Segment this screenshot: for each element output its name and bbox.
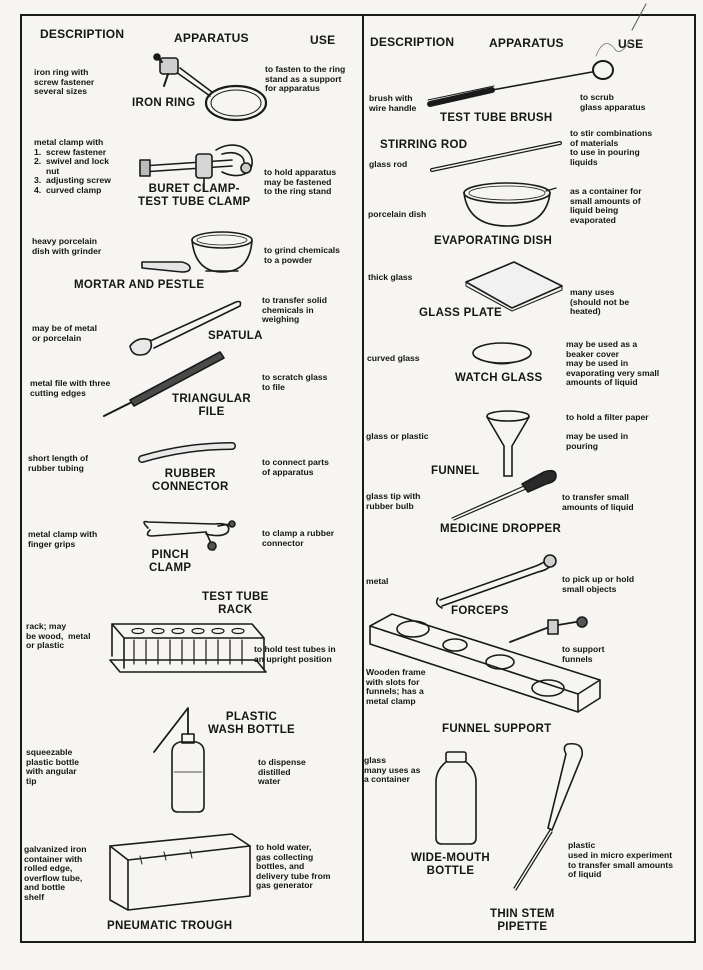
watch-glass-use: may be used as a beaker cover may be use… bbox=[566, 339, 660, 387]
right-header-apparatus: APPARATUS bbox=[489, 36, 564, 50]
funnel-support-name: FUNNEL SUPPORT bbox=[442, 723, 552, 735]
spatula-description: may be of metal or porcelain bbox=[32, 323, 97, 343]
rack-description: rack; may be wood, metal or plastic bbox=[26, 621, 91, 650]
rubber-connector-description: short length of rubber tubing bbox=[28, 453, 89, 473]
stirring-rod-name: STIRRING ROD bbox=[380, 139, 468, 151]
funnel-support-description: Wooden frame with slots for funnels; has… bbox=[366, 667, 426, 706]
spatula-name: SPATULA bbox=[208, 330, 263, 342]
trough-description: galvanized iron container with rolled ed… bbox=[24, 844, 87, 902]
iron-ring-drawing bbox=[153, 53, 268, 122]
brush-description: brush with wire handle bbox=[369, 93, 417, 113]
forceps-description: metal bbox=[366, 576, 389, 586]
funnel-support-drawing bbox=[369, 613, 601, 713]
wash-bottle-drawing bbox=[153, 707, 205, 813]
pipette-name: THIN STEM PIPETTE bbox=[490, 908, 555, 933]
wide-bottle-name: WIDE-MOUTH BOTTLE bbox=[411, 852, 491, 877]
brush-name: TEST TUBE BRUSH bbox=[440, 112, 553, 124]
funnel-description: glass or plastic bbox=[366, 431, 429, 441]
mortar-description: heavy porcelain dish with grinder bbox=[32, 236, 102, 256]
test-tube-brush-drawing bbox=[427, 60, 614, 107]
funnel-use: to hold a filter paper may be used in po… bbox=[566, 412, 649, 451]
rubber-connector-use: to connect parts of apparatus bbox=[262, 457, 329, 477]
evap-dish-use: as a container for small amounts of liqu… bbox=[570, 186, 642, 225]
spatula-drawing bbox=[129, 300, 242, 356]
glass-plate-drawing bbox=[465, 261, 563, 312]
watch-glass-description: curved glass bbox=[367, 353, 420, 363]
funnel-support-use: to support funnels bbox=[562, 644, 605, 664]
mortar-name: MORTAR AND PESTLE bbox=[74, 279, 205, 291]
thin-stem-pipette-drawing bbox=[513, 742, 584, 891]
wash-bottle-name: PLASTIC WASH BOTTLE bbox=[208, 711, 295, 736]
rubber-connector-drawing bbox=[138, 442, 236, 463]
evaporating-dish-drawing bbox=[463, 182, 557, 227]
left-header-description: DESCRIPTION bbox=[40, 27, 125, 41]
wide-bottle-description: glass many uses as a container bbox=[364, 755, 421, 784]
iron-ring-name: IRON RING bbox=[132, 97, 196, 109]
spatula-use: to transfer solid chemicals in weighing bbox=[262, 295, 327, 324]
dropper-description: glass tip with rubber bulb bbox=[366, 491, 421, 511]
rack-use: to hold test tubes in an upright positio… bbox=[254, 644, 336, 664]
trough-use: to hold water, gas collecting bottles, a… bbox=[256, 842, 331, 890]
buret-clamp-use: to hold apparatus may be fastened to the… bbox=[264, 167, 337, 196]
watch-glass-name: WATCH GLASS bbox=[455, 372, 543, 384]
funnel-name: FUNNEL bbox=[431, 465, 480, 477]
stirring-rod-use: to stir combinations of materials to use… bbox=[570, 128, 653, 167]
evap-dish-description: porcelain dish bbox=[368, 209, 427, 219]
file-description: metal file with three cutting edges bbox=[30, 378, 111, 398]
forceps-use: to pick up or hold small objects bbox=[562, 574, 635, 594]
pipette-use: used in micro experiment to transfer sma… bbox=[568, 850, 674, 879]
wide-mouth-bottle-drawing bbox=[435, 751, 477, 845]
forceps-drawing bbox=[435, 554, 557, 609]
pinch-clamp-drawing bbox=[143, 520, 236, 551]
iron-ring-description: iron ring with screw fastener several si… bbox=[34, 67, 95, 96]
file-name: TRIANGULAR FILE bbox=[172, 393, 252, 418]
pinch-clamp-use: to clamp a rubber connector bbox=[262, 528, 335, 548]
left-header-apparatus: APPARATUS bbox=[174, 31, 249, 45]
funnel-drawing bbox=[486, 410, 530, 477]
buret-clamp-drawing bbox=[139, 144, 253, 191]
iron-ring-use: to fasten to the ring stand as a support… bbox=[265, 64, 346, 93]
rack-name: TEST TUBE RACK bbox=[202, 591, 269, 616]
dropper-use: to transfer small amounts of liquid bbox=[562, 492, 634, 512]
file-use: to scratch glass to file bbox=[262, 372, 328, 392]
left-header-use: USE bbox=[310, 33, 336, 47]
test-tube-rack-drawing bbox=[109, 623, 267, 673]
column-divider bbox=[362, 14, 364, 941]
glass-plate-use: many uses (should not be heated) bbox=[570, 287, 630, 316]
stirring-rod-description: glass rod bbox=[369, 159, 408, 169]
buret-clamp-name: BURET CLAMP- TEST TUBE CLAMP bbox=[138, 183, 251, 208]
chart-border bbox=[20, 14, 696, 943]
evap-dish-name: EVAPORATING DISH bbox=[434, 235, 553, 247]
triangular-file-drawing bbox=[103, 351, 225, 417]
pinch-clamp-name: PINCH CLAMP bbox=[149, 549, 192, 574]
pinch-clamp-description: metal clamp with finger grips bbox=[28, 529, 98, 549]
mortar-pestle-drawing bbox=[141, 231, 253, 273]
trough-name: PNEUMATIC TROUGH bbox=[107, 920, 233, 932]
glass-plate-description: thick glass bbox=[368, 272, 413, 282]
wash-bottle-description: squeezable plastic bottle with angular t… bbox=[26, 747, 80, 786]
pipette-description: plastic bbox=[568, 840, 596, 850]
wash-bottle-use: to dispense distilled water bbox=[258, 757, 306, 786]
pneumatic-trough-drawing bbox=[109, 833, 251, 911]
brush-use: to scrub glass apparatus bbox=[580, 92, 646, 112]
mortar-use: to grind chemicals to a powder bbox=[264, 245, 340, 265]
dropper-name: MEDICINE DROPPER bbox=[440, 523, 562, 535]
right-header-use: USE bbox=[618, 37, 644, 51]
right-header-description: DESCRIPTION bbox=[370, 35, 455, 49]
medicine-dropper-drawing bbox=[451, 469, 557, 521]
buret-clamp-description: metal clamp with 1. screw fastener 2. sw… bbox=[34, 137, 111, 195]
forceps-name: FORCEPS bbox=[451, 605, 509, 617]
watch-glass-drawing bbox=[472, 342, 532, 365]
stirring-rod-drawing bbox=[430, 141, 562, 172]
rubber-connector-name: RUBBER CONNECTOR bbox=[152, 468, 229, 493]
glass-plate-name: GLASS PLATE bbox=[419, 307, 502, 319]
